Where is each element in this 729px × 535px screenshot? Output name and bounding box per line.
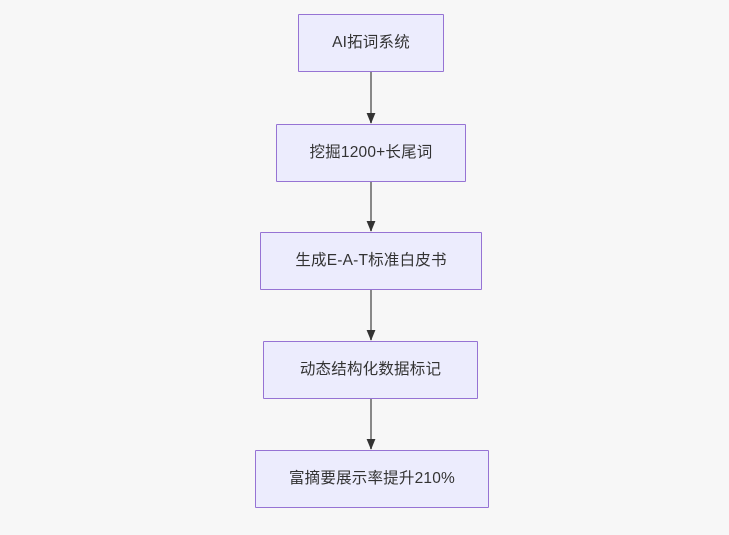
flow-node-ai-keyword-system[interactable]: AI拓词系统: [298, 14, 444, 72]
flow-node-rich-snippet-impression-lift[interactable]: 富摘要展示率提升210%: [255, 450, 489, 508]
flow-node-generate-eat-whitepaper[interactable]: 生成E-A-T标准白皮书: [260, 232, 482, 290]
flow-node-label: 富摘要展示率提升210%: [288, 469, 456, 487]
flow-node-label: 挖掘1200+长尾词: [309, 143, 433, 161]
flow-node-label: 动态结构化数据标记: [299, 360, 442, 378]
flow-node-label: 生成E-A-T标准白皮书: [295, 251, 447, 269]
flow-node-label: AI拓词系统: [332, 33, 410, 51]
flow-node-dynamic-structured-data-markup[interactable]: 动态结构化数据标记: [263, 341, 478, 399]
flow-node-mine-longtail-keywords[interactable]: 挖掘1200+长尾词: [276, 124, 466, 182]
